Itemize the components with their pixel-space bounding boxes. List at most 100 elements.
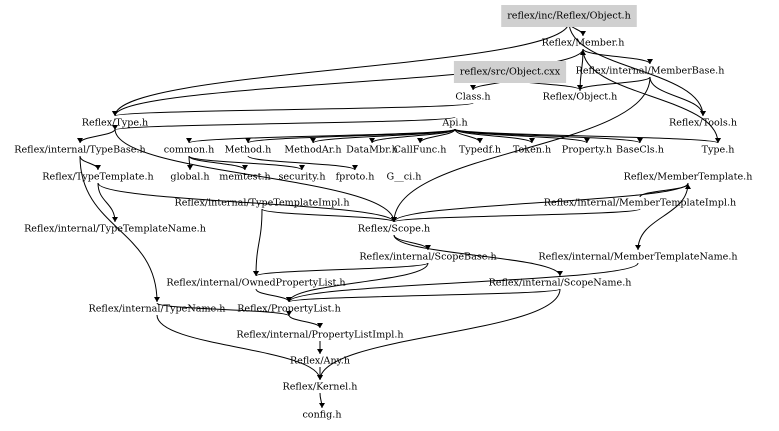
node-label: Reflex/Tools.h <box>669 118 737 129</box>
node-obj-h[interactable]: reflex/inc/Reflex/Object.h <box>501 5 637 27</box>
edge-scopebase-h-to-propertylist-h <box>288 262 429 303</box>
node-propertylist-h[interactable]: Reflex/PropertyList.h <box>237 304 341 315</box>
node-methodar-h[interactable]: MethodAr.h <box>284 145 341 156</box>
node-typeh2[interactable]: Type.h <box>702 145 735 156</box>
node-token-h[interactable]: Token.h <box>513 145 551 156</box>
node-membertemplateimpl-h[interactable]: Reflex/internal/MemberTemplateImpl.h <box>544 198 736 209</box>
arrowhead-icon <box>319 403 325 408</box>
edge-memberbase-h-to-scope-h <box>393 76 651 223</box>
node-label: security.h <box>278 172 325 183</box>
node-label: CallFunc.h <box>394 145 447 156</box>
node-typetemplate-h[interactable]: Reflex/TypeTemplate.h <box>42 172 153 183</box>
node-memberbase-h[interactable]: Reflex/internal/MemberBase.h <box>576 66 725 77</box>
node-label: global.h <box>170 172 209 183</box>
arrowhead-icon <box>95 165 101 170</box>
node-membertemplatename-h[interactable]: Reflex/internal/MemberTemplateName.h <box>538 252 737 263</box>
node-label: Reflex/Scope.h <box>358 224 430 235</box>
node-label: Reflex/MemberTemplate.h <box>624 172 753 183</box>
node-obj-cxx[interactable]: reflex/src/Object.cxx <box>453 61 567 83</box>
node-propertylistimpl-h[interactable]: Reflex/internal/PropertyListImpl.h <box>236 330 403 341</box>
node-class-h[interactable]: Class.h <box>455 92 490 103</box>
node-typetemplatename-h[interactable]: Reflex/internal/TypeTemplateName.h <box>24 224 206 235</box>
node-api-h[interactable]: Api.h <box>441 118 467 129</box>
edge-type-h-to-scope-h <box>114 128 395 223</box>
node-typebase-h[interactable]: Reflex/internal/TypeBase.h <box>14 145 145 156</box>
node-security-h[interactable]: security.h <box>278 172 325 183</box>
node-callfunc-h[interactable]: CallFunc.h <box>394 145 447 156</box>
node-member-h[interactable]: Reflex/Member.h <box>542 38 625 49</box>
edge-scopename-h-to-kernel-h <box>319 288 561 381</box>
node-label: Reflex/internal/ScopeBase.h <box>359 252 496 263</box>
node-label: Reflex/internal/MemberBase.h <box>576 66 725 77</box>
node-type-h[interactable]: Reflex/Type.h <box>82 118 149 129</box>
node-tools-h[interactable]: Reflex/Tools.h <box>669 118 737 129</box>
edge-member-h-to-typeh2 <box>582 48 719 144</box>
root-node-box <box>501 5 637 27</box>
node-label: Reflex/internal/PropertyListImpl.h <box>236 330 403 341</box>
arrowhead-icon <box>186 138 192 143</box>
edge-typename-h-to-kernel-h <box>156 314 321 381</box>
node-scopename-h[interactable]: Reflex/internal/ScopeName.h <box>489 278 632 289</box>
node-any-h[interactable]: Reflex/Any.h <box>290 356 350 367</box>
node-gci-h[interactable]: G__ci.h <box>387 172 422 183</box>
node-label: reflex/src/Object.cxx <box>460 67 561 78</box>
node-basecls-h[interactable]: BaseCls.h <box>616 145 664 156</box>
arrowhead-icon <box>77 138 83 143</box>
edge-typename-h-to-propertylist-h <box>156 302 290 317</box>
node-typedf-h[interactable]: Typedf.h <box>459 145 501 156</box>
node-typetemplateimpl-h[interactable]: Reflex/internal/TypeTemplateImpl.h <box>174 198 349 209</box>
edge-api-h-to-methodar-h <box>312 128 456 144</box>
node-memtest-h[interactable]: memtest.h <box>219 172 270 183</box>
arrowhead-icon <box>700 111 706 116</box>
node-label: Reflex/internal/TypeBase.h <box>14 145 145 156</box>
edge-scopebase-h-to-ownedpropertylist-h <box>255 262 429 277</box>
arrowhead-icon <box>477 138 483 143</box>
node-label: Method.h <box>225 145 272 156</box>
arrowhead-icon <box>112 125 118 130</box>
edge-api-h-to-datambr-h <box>371 128 456 144</box>
arrowhead-icon <box>317 323 323 328</box>
node-label: DataMbr.h <box>346 145 398 156</box>
node-datambr-h[interactable]: DataMbr.h <box>346 145 398 156</box>
edges-layer <box>77 21 721 409</box>
node-common-h[interactable]: common.h <box>164 145 215 156</box>
node-ownedpropertylist-h[interactable]: Reflex/internal/OwnedPropertyList.h <box>166 278 345 289</box>
arrowhead-icon <box>715 138 721 143</box>
edge-api-h-to-typeh2 <box>454 128 719 144</box>
node-fproto-h[interactable]: fproto.h <box>336 172 375 183</box>
arrowhead-icon <box>637 138 643 143</box>
edge-type-h-to-typebase-h <box>79 128 116 144</box>
root-node-box <box>453 61 567 83</box>
node-label: reflex/inc/Reflex/Object.h <box>507 11 631 22</box>
edge-scope-h-to-scopename-h <box>393 234 561 277</box>
node-label: Reflex/internal/TypeTemplateName.h <box>24 224 206 235</box>
arrowhead-icon <box>470 85 476 90</box>
edge-membertemplateimpl-h-to-scope-h <box>393 208 641 223</box>
node-property-h[interactable]: Property.h <box>562 145 612 156</box>
node-config-h[interactable]: config.h <box>302 410 341 421</box>
node-robject-h[interactable]: Reflex/Object.h <box>543 92 618 103</box>
node-method-h[interactable]: Method.h <box>225 145 272 156</box>
node-scope-h[interactable]: Reflex/Scope.h <box>358 224 430 235</box>
node-membertemplate-h[interactable]: Reflex/MemberTemplate.h <box>624 172 753 183</box>
arrowhead-icon <box>635 245 641 250</box>
node-global-h[interactable]: global.h <box>170 172 209 183</box>
edge-typetemplateimpl-h-to-scope-h <box>261 208 395 223</box>
node-kernel-h[interactable]: Reflex/Kernel.h <box>283 382 358 393</box>
arrowhead-icon <box>369 138 375 143</box>
node-label: Reflex/Any.h <box>290 356 350 367</box>
node-typename-h[interactable]: Reflex/internal/TypeName.h <box>89 304 226 315</box>
edge-api-h-to-basecls-h <box>454 128 641 144</box>
node-scopebase-h[interactable]: Reflex/internal/ScopeBase.h <box>359 252 496 263</box>
node-label: MethodAr.h <box>284 145 341 156</box>
node-label: Reflex/Type.h <box>82 118 149 129</box>
edge-api-h-to-callfunc-h <box>419 128 456 144</box>
edge-membertemplate-h-to-scope-h <box>393 182 689 223</box>
arrowhead-icon <box>310 138 316 143</box>
edge-api-h-to-method-h <box>247 128 456 144</box>
edge-typetemplate-h-to-scope-h <box>97 182 395 223</box>
edge-memberbase-h-to-tools-h <box>649 76 704 117</box>
node-label: Reflex/internal/TypeName.h <box>89 304 226 315</box>
arrowhead-icon <box>253 271 259 276</box>
